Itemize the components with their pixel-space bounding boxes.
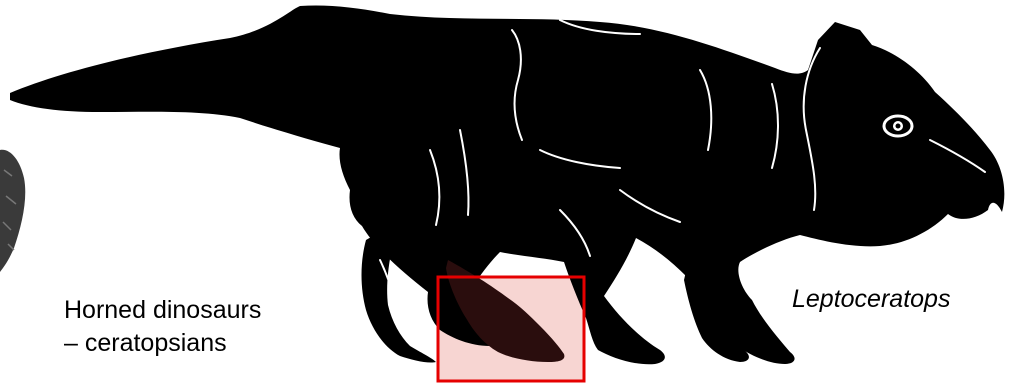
group-caption-line1: Horned dinosaurs <box>64 294 261 327</box>
group-caption-line2: – ceratopsians <box>64 327 261 360</box>
fossil-rock-fragment <box>0 150 25 272</box>
species-label: Leptoceratops <box>792 283 950 316</box>
group-caption: Horned dinosaurs – ceratopsians <box>64 294 261 360</box>
